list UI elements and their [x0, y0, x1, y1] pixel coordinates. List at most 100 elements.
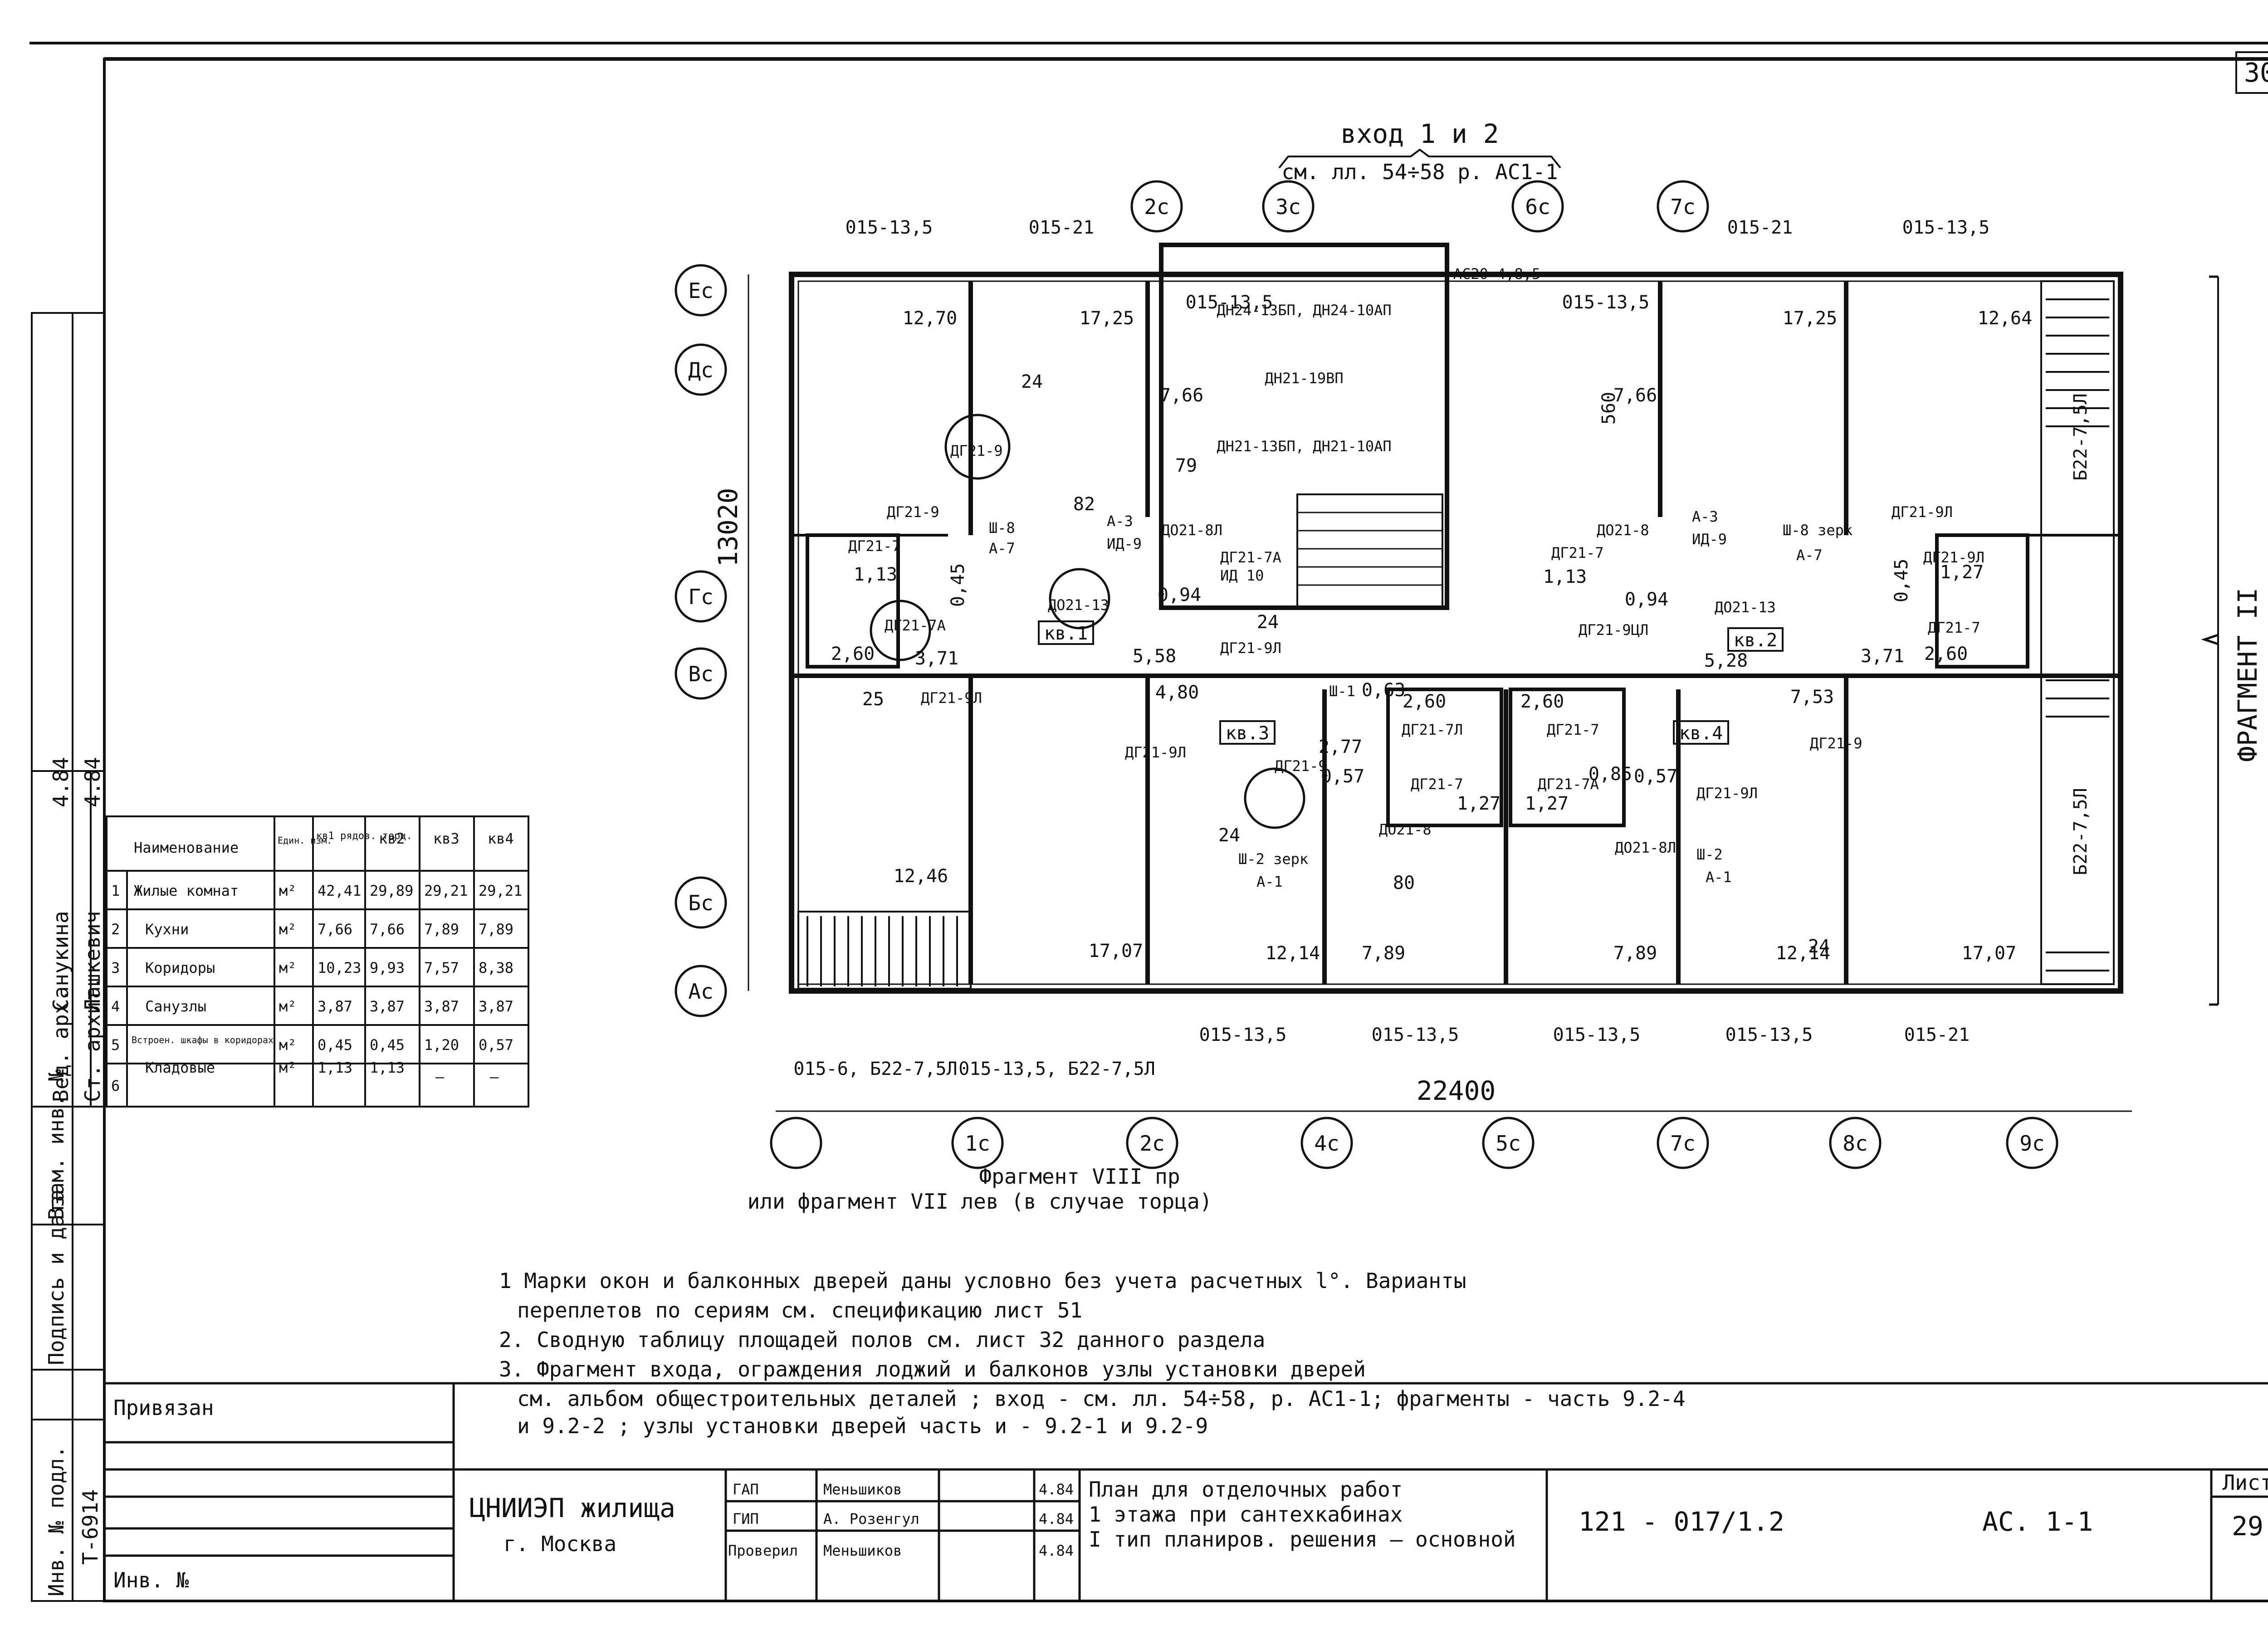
tr1-n: 1 [111, 882, 120, 899]
role-prov-name: Меньшиков [823, 1542, 902, 1559]
area-4: 7,66 [1613, 385, 1657, 406]
role-gap-name: Меньшиков [823, 1481, 902, 1498]
stamp-samukina: Санукина [49, 911, 73, 1011]
win-top-1: 015-13,5 [846, 217, 933, 238]
drawing-title-1: План для отделочных работ [1089, 1477, 1403, 1502]
apartment-labels [1038, 620, 1784, 745]
axis-top-6c: 6с [1525, 195, 1550, 219]
tr1-kv2: 29,89 [370, 882, 413, 899]
note-2: переплетов по сериям см. спецификацию ли… [517, 1298, 1082, 1323]
axis-left-ac: Ас [688, 979, 713, 1004]
tr5-kv4: 0,57 [479, 1036, 513, 1054]
door-m-14: А-1 [1706, 869, 1732, 886]
org-name: ЦНИИЭП жилища [469, 1493, 675, 1523]
role-gip-date: 4.84 [1039, 1510, 1074, 1528]
win-bottom-1: 015-6, Б22-7,5Л [793, 1059, 957, 1079]
loggia-hatching [807, 298, 2109, 986]
tr3-kv3: 7,57 [424, 959, 459, 976]
area-1: 12,70 [903, 308, 957, 329]
door-r-5: Ш-8 зерк [1783, 522, 1853, 539]
win-top-6: 015-13,5 [1902, 217, 1990, 238]
axis-bottom-7c: 7с [1670, 1131, 1695, 1156]
axis-bottom-4c: 4с [1314, 1131, 1339, 1156]
door-l-13: ДГ21-9Л [921, 689, 982, 707]
misc-9: 560 [1598, 392, 1619, 425]
fragment-bottom-2: или фрагмент VII лев (в случае торца) [748, 1189, 1212, 1214]
tr6-unit: м² [279, 1059, 297, 1076]
fragment-bottom-1: Фрагмент VIII пр [979, 1164, 1180, 1189]
tr3-unit: м² [279, 959, 297, 976]
win-bottom-6: 015-13,5 [1725, 1025, 1813, 1045]
axis-bottom-1c: 1с [965, 1131, 990, 1156]
tr6-name: Кладовые [145, 1059, 215, 1076]
area-25: 1,13 [854, 564, 897, 585]
misc-3: 24 [1218, 825, 1240, 846]
area-30: 0,45 [948, 563, 968, 607]
inv-no: Инв. № [113, 1568, 189, 1592]
tr3-kv1: 10,23 [318, 959, 361, 976]
door-l-3: ДГ21-7 [848, 537, 901, 555]
area-9: 5,28 [1704, 650, 1748, 671]
tr6-kv1: 1,13 [318, 1059, 352, 1076]
role-gip-name: А. Розенгул [823, 1510, 919, 1528]
door-r-3: А-3 [1692, 508, 1718, 525]
tr2-kv4: 7,89 [479, 921, 513, 938]
tr4-kv1: 3,87 [318, 998, 352, 1015]
win-right-1: Б22-7,5Л [2070, 393, 2091, 481]
tr6-kv4: — [490, 1068, 499, 1085]
tr3-name: Коридоры [145, 959, 215, 976]
axis-top-3c: 3с [1276, 195, 1300, 219]
apt-1: кв.1 [1044, 623, 1088, 644]
stair-door-1: ДН24-13БП, ДН24-10АП [1217, 302, 1391, 319]
win-right-2: Б22-7,5Л [2070, 788, 2091, 875]
door-l-7: А-3 [1107, 512, 1133, 530]
axis-bottom-2c: 2с [1139, 1131, 1164, 1156]
tr4-name: Санузлы [145, 998, 206, 1015]
dim-width: 22400 [1417, 1075, 1496, 1106]
tr2-kv1: 7,66 [318, 921, 352, 938]
win-bottom-7: 015-21 [1904, 1025, 1970, 1045]
axis-top-2c: 2с [1144, 195, 1169, 219]
tr5-n: 5 [111, 1036, 120, 1054]
area-21: 2,60 [831, 644, 875, 664]
th-kv2: кв2 [379, 830, 405, 847]
th-unit: Един. изм. [278, 835, 332, 846]
door-m-6: ДО21-8 [1379, 821, 1432, 838]
entrance-bracket [1278, 148, 1561, 169]
floor-plan [748, 243, 2219, 1112]
tr1-unit: м² [279, 882, 297, 899]
door-l-4: ДГ21-7А [885, 617, 946, 634]
axis-top-7c: 7с [1670, 195, 1695, 219]
dim-height: 13020 [713, 488, 743, 567]
axis-left-dc: Дс [688, 358, 713, 382]
left-stamp-texts: Вед. арх. Санукина 4.84 Ст. архит. Лашке… [44, 757, 105, 1596]
misc-1: 24 [1021, 371, 1043, 392]
privyazan: Привязан [113, 1396, 214, 1420]
list-number: 29 [2232, 1511, 2263, 1542]
area-table-grid [106, 815, 529, 1108]
general-notes: 1 Марки окон и балконных дверей даны усл… [499, 1269, 1686, 1438]
door-m-1: ДГ21-9Л [1125, 744, 1186, 761]
th-name: Наименование [134, 839, 239, 856]
misc-5: 25 [862, 689, 884, 710]
role-gap: ГАП [733, 1481, 759, 1498]
role-gap-date: 4.84 [1039, 1481, 1074, 1498]
area-20: 17,07 [1962, 943, 2016, 964]
right-door-labels: ДО21-8 ДГ21-7 А-3 ИД-9 Ш-8 зерк А-7 ДГ21… [1551, 503, 1984, 639]
tr1-name: Жилые комнат [134, 882, 239, 899]
stamp-date-2: 4.84 [80, 757, 105, 807]
door-l-12: ИД 10 [1220, 567, 1264, 584]
note-4: 3. Фрагмент входа, ограждения лоджий и б… [499, 1357, 1366, 1381]
area-12: 2,77 [1319, 737, 1362, 757]
axis-labels: 2с 3с 6с 7с Ес Дс Гс Вс Бс Ас 1с 2с 4с 5… [688, 195, 2044, 1156]
door-m-9: ДГ21-7 [1547, 721, 1599, 738]
list-label: Лист [2223, 1470, 2268, 1495]
axis-left-bc: Бс [688, 891, 713, 915]
axis-bottom-9c: 9с [2019, 1131, 2044, 1156]
door-m-11: ДГ21-9Л [1696, 785, 1758, 802]
area-10: 3,71 [1861, 646, 1904, 667]
area-37: 0,85 [1589, 764, 1632, 785]
role-gip: ГИП [733, 1510, 759, 1528]
area-24: 2,60 [1520, 691, 1564, 712]
tr1-kv4: 29,21 [479, 882, 522, 899]
